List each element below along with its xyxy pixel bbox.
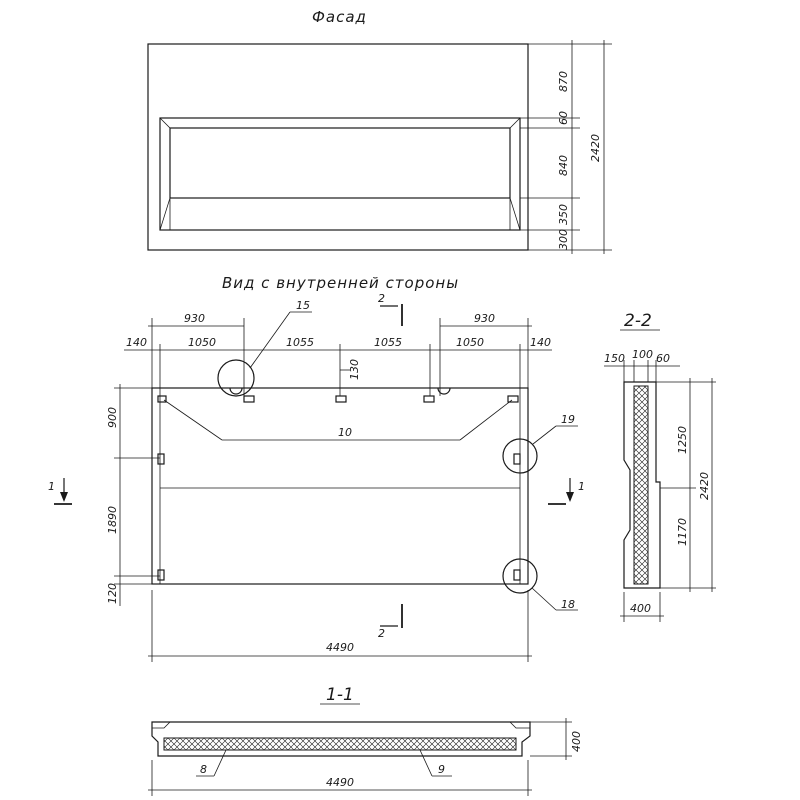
- cut-1-right-label: 1: [578, 480, 585, 493]
- dim-1050-left: 1050: [188, 336, 216, 349]
- callout-circle-18: [502, 558, 538, 594]
- facade-outline: [147, 43, 529, 251]
- facade-dim-350: 350: [557, 204, 570, 225]
- dim-1170: 1170: [676, 518, 689, 546]
- dim-1-1-total-width: 4490: [326, 776, 354, 789]
- facade-window-inner: [169, 127, 511, 199]
- embedded-plates: [157, 387, 521, 581]
- dim-1250: 1250: [676, 426, 689, 454]
- callout-10: 10: [338, 426, 352, 439]
- dim-900: 900: [106, 407, 119, 428]
- dim-2420: 2420: [698, 472, 711, 500]
- callout-15: 15: [296, 299, 310, 312]
- section-2-2-profile: [623, 381, 661, 589]
- section-2-2-title: 2-2: [624, 311, 652, 331]
- section-1-1: 1-1 400 8 9 4490: [148, 685, 583, 796]
- cut-1-left-label: 1: [48, 480, 55, 493]
- facade-dimensions: 870 60 840 350 300 2420: [520, 40, 612, 254]
- facade-view: Фасад 870 60 840 350 300 2420: [147, 8, 612, 254]
- dim-inner-total-width: 4490: [326, 641, 354, 654]
- callout-circle-15: [217, 359, 255, 397]
- inner-view: Вид с внутренней стороны 15: [48, 274, 585, 662]
- callout-circle-19: [502, 438, 538, 474]
- inner-top-dimensions: 930 930 140 1050 1055 1055 1050 140 130: [124, 312, 552, 396]
- dim-400-1-1: 400: [570, 731, 583, 752]
- dim-1050-right: 1050: [456, 336, 484, 349]
- dim-140-right: 140: [530, 336, 551, 349]
- cut-2-top-label: 2: [378, 292, 385, 305]
- dim-1055-right: 1055: [374, 336, 402, 349]
- facade-dim-60: 60: [557, 111, 570, 125]
- section-1-1-title: 1-1: [326, 685, 354, 705]
- section-2-2-insulation: [633, 385, 649, 585]
- inner-left-dimensions: 900 1890 120: [106, 384, 160, 606]
- dim-1890: 1890: [106, 506, 119, 534]
- dim-140-left: 140: [126, 336, 147, 349]
- inner-view-title: Вид с внутренней стороны: [222, 274, 459, 292]
- facade-dim-300: 300: [557, 229, 570, 250]
- inner-panel-outline: [151, 387, 529, 585]
- section-2-2: 2-2 150 100 60 1250 1170 2420 400: [604, 311, 716, 622]
- cut-marks: 1 1 2 2: [48, 292, 585, 640]
- dim-1055-left: 1055: [286, 336, 314, 349]
- dim-60: 60: [656, 352, 670, 365]
- dim-400-2-2: 400: [630, 602, 651, 615]
- facade-dim-870: 870: [557, 71, 570, 92]
- facade-dim-840: 840: [557, 155, 570, 176]
- callout-9: 9: [438, 763, 445, 776]
- callout-18: 18: [561, 598, 575, 611]
- dim-930-right: 930: [474, 312, 495, 325]
- section-1-1-insulation: [163, 737, 517, 751]
- callout-19: 19: [561, 413, 575, 426]
- dim-130: 130: [348, 359, 361, 380]
- facade-title: Фасад: [312, 8, 367, 26]
- dim-150: 150: [604, 352, 625, 365]
- facade-dim-total: 2420: [589, 134, 602, 162]
- section-2-2-dimensions: 150 100 60 1250 1170 2420 400: [604, 348, 716, 622]
- dim-120: 120: [106, 583, 119, 604]
- facade-window-outer: [159, 117, 521, 231]
- section-1-1-profile: [151, 721, 531, 757]
- cut-2-bottom-label: 2: [378, 627, 385, 640]
- dim-930-left: 930: [184, 312, 205, 325]
- dim-100: 100: [632, 348, 653, 361]
- callout-8: 8: [200, 763, 207, 776]
